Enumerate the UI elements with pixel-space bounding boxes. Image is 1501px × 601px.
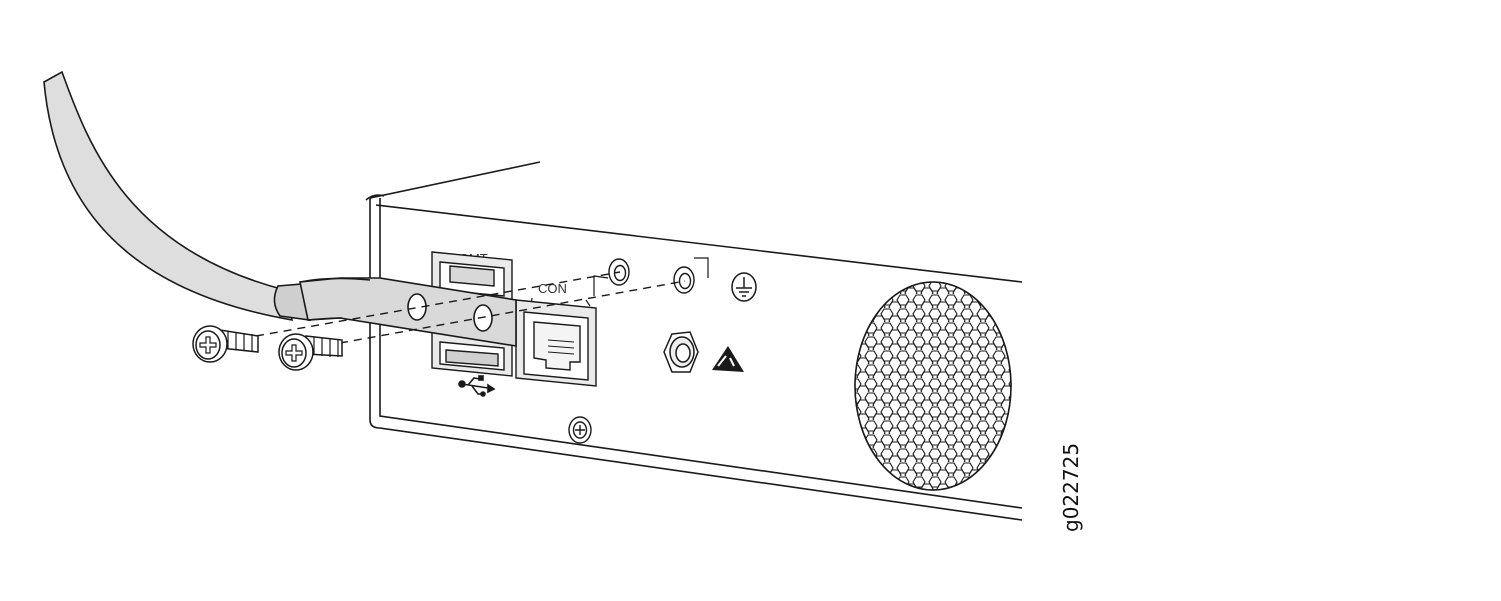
console-port — [515, 299, 597, 387]
esd-warning-icon — [712, 346, 744, 372]
grounding-hole-right — [673, 266, 695, 294]
usb-port — [445, 349, 499, 367]
grounding-cable — [43, 70, 294, 321]
air-vent — [854, 281, 1012, 491]
figure-id: g022725 — [1059, 443, 1083, 532]
con-label: CON — [538, 281, 567, 296]
screw-right — [278, 333, 343, 371]
esd-jack — [663, 331, 699, 373]
panel-screw — [568, 416, 592, 444]
ground-symbol-icon — [731, 272, 757, 302]
screw-left — [192, 325, 259, 363]
alignment-lines — [255, 271, 686, 344]
chassis — [365, 161, 1023, 521]
grounding-lug — [273, 277, 517, 347]
usb-icon — [458, 375, 496, 397]
